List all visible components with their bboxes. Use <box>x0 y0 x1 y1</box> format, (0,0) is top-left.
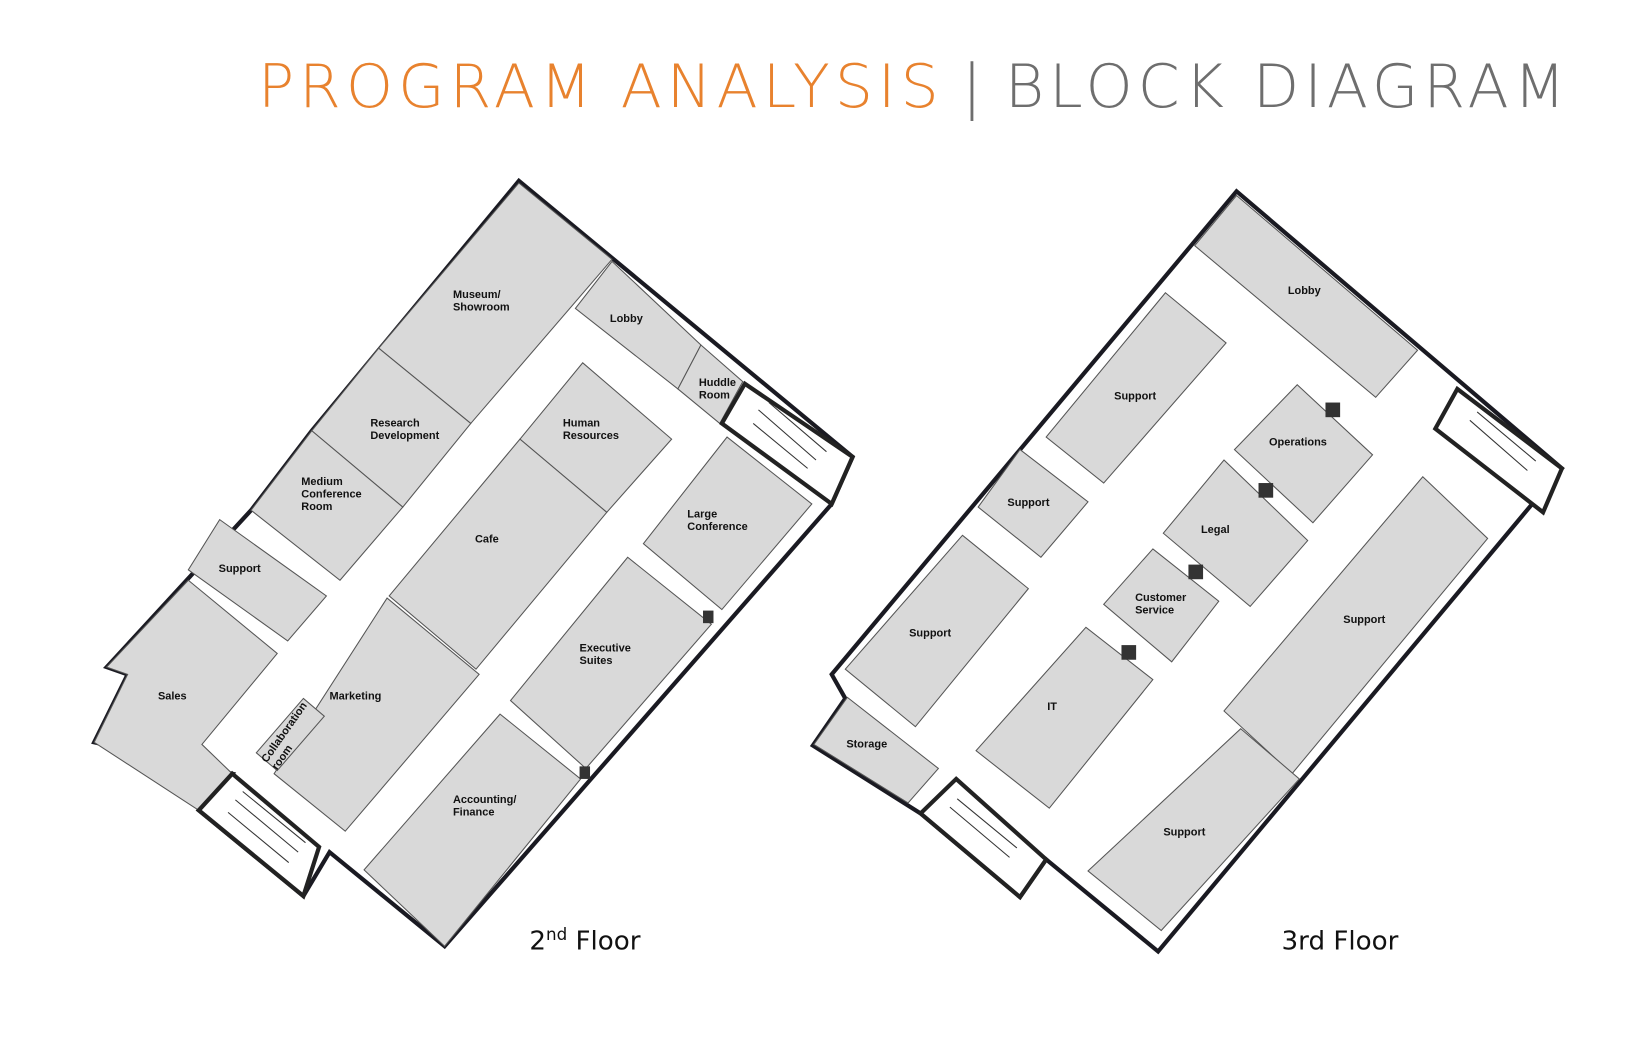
title-secondary: BLOCK DIAGRAM <box>1004 52 1571 122</box>
stairwell <box>719 380 856 508</box>
room-customer-service <box>1102 548 1220 663</box>
column <box>1188 564 1204 580</box>
title-separator: | <box>961 52 987 122</box>
room-large-conference <box>642 436 813 611</box>
label-support-top: Support <box>1114 390 1156 402</box>
room-lobby <box>1193 194 1419 399</box>
stairwell <box>195 770 322 900</box>
room-legal <box>1162 459 1309 608</box>
floor-3-label: 3rd Floor <box>1282 926 1399 956</box>
label-support-bottom: Support <box>1163 826 1205 838</box>
label-operations: Operations <box>1269 436 1327 448</box>
room-operations <box>1233 384 1374 524</box>
label-legal: Legal <box>1201 524 1230 536</box>
label-it: IT <box>1047 701 1057 713</box>
label-support: Support <box>219 563 261 575</box>
title-primary: PROGRAM ANALYSIS <box>258 52 944 122</box>
label-lobby: Lobby <box>610 313 644 325</box>
room-cafe <box>388 438 608 670</box>
label-support-right: Support <box>1343 614 1385 626</box>
column <box>1258 483 1274 498</box>
label-support-left: Support <box>909 628 951 640</box>
label-accounting: Accounting/Finance <box>453 794 516 819</box>
column <box>579 766 591 779</box>
label-lobby: Lobby <box>1288 285 1322 297</box>
floor-2-label: 2nd Floor <box>529 924 640 956</box>
column <box>1325 402 1341 418</box>
room-storage <box>813 696 940 804</box>
stairwell <box>1432 385 1565 516</box>
label-museum: Museum/Showroom <box>453 289 510 314</box>
room-support-bottom <box>1087 728 1301 932</box>
room-it <box>975 626 1154 809</box>
room-support-small <box>977 448 1089 559</box>
page-title: PROGRAM ANALYSIS|BLOCK DIAGRAM <box>258 52 1570 122</box>
floor-3-plan: Lobby Support Support Support Storage Op… <box>809 188 1565 956</box>
label-marketing: Marketing <box>330 690 382 702</box>
label-support-small: Support <box>1007 497 1049 509</box>
room-collaboration <box>255 697 326 772</box>
room-support <box>187 518 328 642</box>
label-cafe: Cafe <box>475 534 499 546</box>
room-support-top <box>1045 292 1227 484</box>
room-support-left <box>844 534 1030 728</box>
label-storage: Storage <box>846 739 887 751</box>
label-sales: Sales <box>158 690 187 702</box>
column <box>703 610 714 624</box>
stairwell <box>917 776 1049 901</box>
column <box>1121 645 1137 660</box>
room-medium-conference <box>250 430 404 581</box>
room-accounting-finance <box>363 713 582 947</box>
